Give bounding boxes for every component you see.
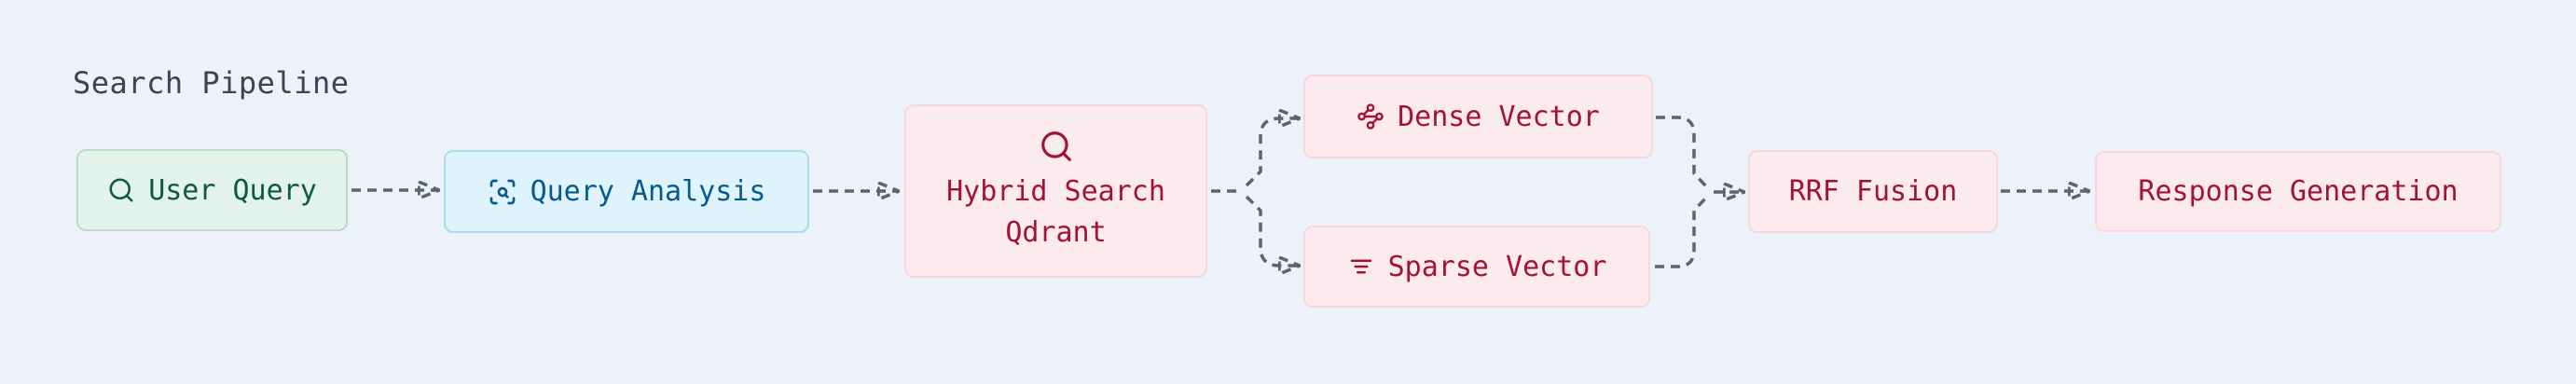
diagram-title: Search Pipeline: [73, 65, 350, 101]
edge-densevector-merge: [1656, 116, 1708, 188]
node-label-line2: Qdrant: [1005, 216, 1107, 249]
node-label: Sparse Vector: [1387, 250, 1607, 283]
node-label: Dense Vector: [1398, 100, 1600, 133]
waypoints-icon: [1357, 103, 1384, 130]
search-icon: [107, 176, 135, 204]
node-hybrid-search-qdrant: Hybrid Search Qdrant: [904, 104, 1207, 278]
node-label: RRF Fusion: [1788, 175, 1958, 208]
node-rrf-fusion: RRF Fusion: [1748, 150, 1998, 233]
node-dense-vector: Dense Vector: [1303, 75, 1653, 158]
sparse-lines-icon: [1347, 253, 1375, 281]
node-label: User Query: [148, 173, 317, 207]
node-response-generation: Response Generation: [2095, 151, 2501, 232]
search-icon: [1039, 129, 1074, 164]
edge-fork-sparsevector: [1245, 195, 1299, 266]
node-label: Query Analysis: [530, 175, 766, 208]
node-label-line1: Hybrid Search: [946, 175, 1165, 208]
edge-fork-densevector: [1245, 118, 1299, 187]
scan-search-icon: [488, 177, 517, 207]
node-user-query: User Query: [76, 149, 348, 231]
node-query-analysis: Query Analysis: [444, 150, 809, 233]
node-sparse-vector: Sparse Vector: [1303, 226, 1650, 308]
node-label: Response Generation: [2138, 175, 2459, 208]
edge-sparsevector-merge: [1655, 196, 1708, 268]
